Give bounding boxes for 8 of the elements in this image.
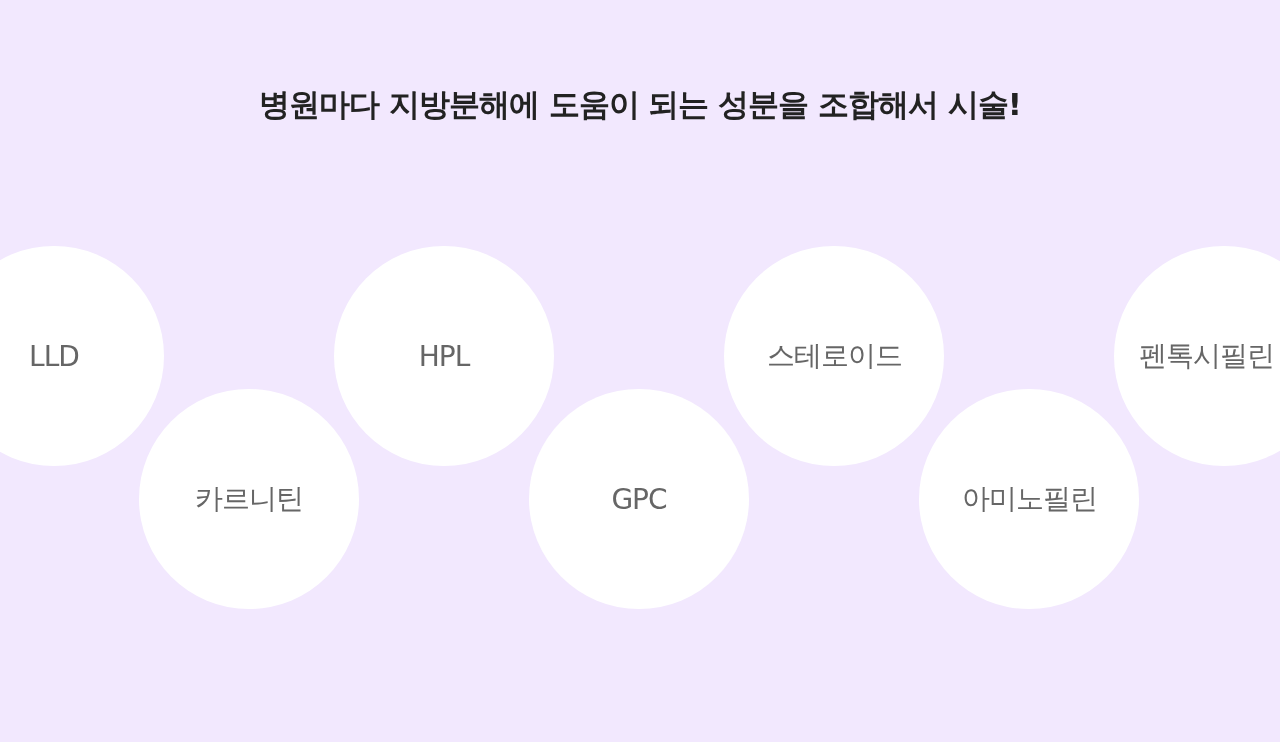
heading: 병원마다 지방분해에 도움이 되는 성분을 조합해서 시술! bbox=[258, 85, 1022, 124]
ingredient-label: LLD bbox=[29, 339, 79, 373]
ingredient-label: 스테로이드 bbox=[766, 338, 902, 374]
ingredient-label: 카르니틴 bbox=[195, 481, 303, 517]
ingredient-label: 펜톡시필린 bbox=[1139, 338, 1274, 374]
ingredient-label: 아미노필린 bbox=[961, 481, 1097, 517]
ingredient-label: HPL bbox=[418, 339, 470, 373]
ingredient-label: GPC bbox=[611, 482, 667, 516]
